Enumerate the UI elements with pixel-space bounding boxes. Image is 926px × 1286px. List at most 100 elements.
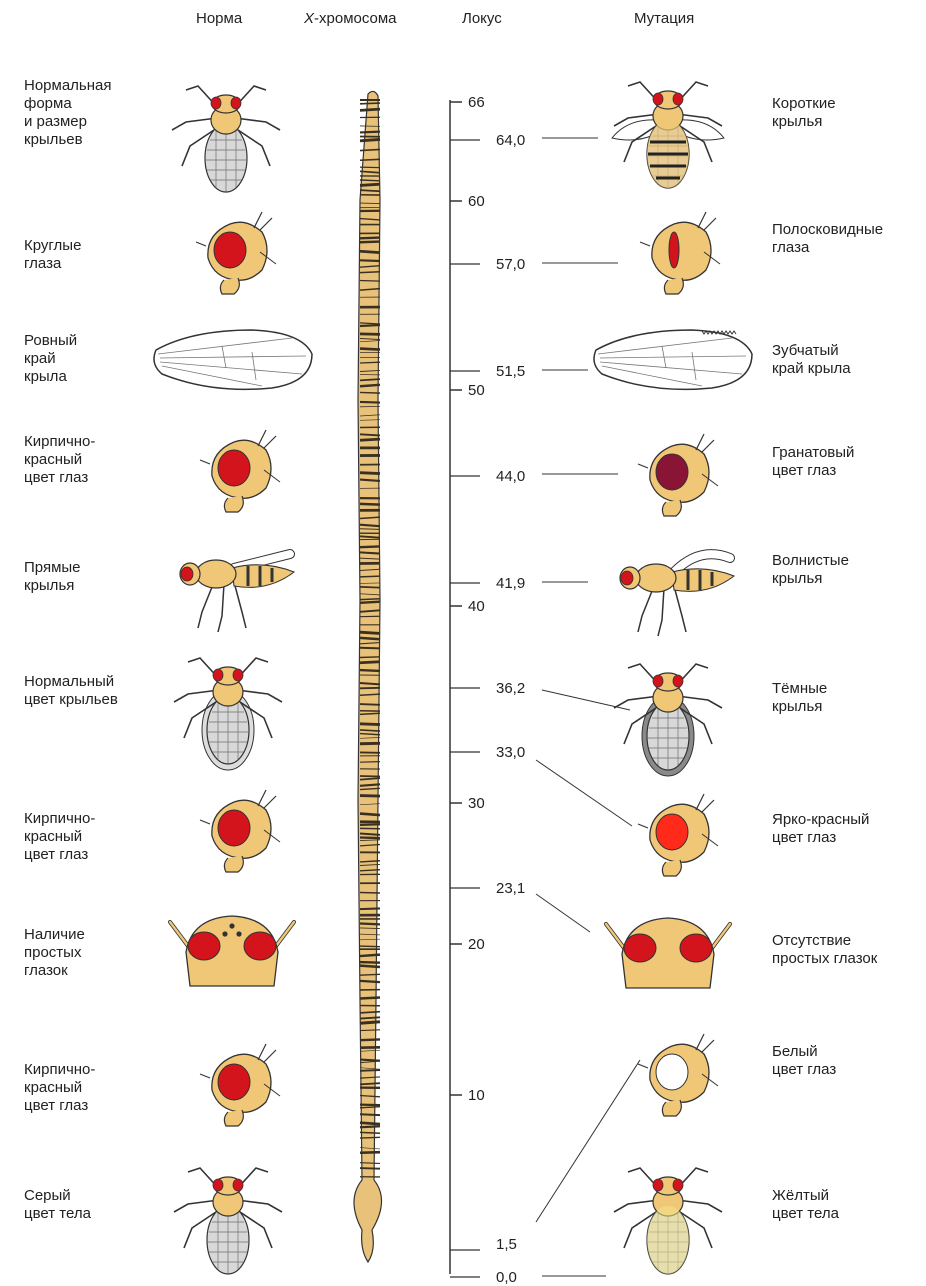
chromosome-band xyxy=(360,238,380,239)
chromosome-band xyxy=(360,132,380,133)
fly-top-short-wings-icon xyxy=(612,82,724,188)
chromosome-band xyxy=(360,180,380,181)
chromosome-band xyxy=(360,632,380,633)
chromosome-band xyxy=(360,962,380,963)
chromosome-band xyxy=(360,892,380,893)
chromosome-band xyxy=(360,1163,380,1164)
fly-top-grey-wings-icon xyxy=(174,658,282,770)
locus-label: 51,5 xyxy=(496,363,525,380)
scale-tick-label: 30 xyxy=(468,795,485,812)
fly-head-red-eye-icon-3 xyxy=(200,1044,280,1126)
chromosome-band xyxy=(360,1123,380,1124)
chromosome-band xyxy=(360,552,380,553)
chromosome-band xyxy=(360,713,380,714)
chromosome-band xyxy=(360,657,380,658)
chromosome-band xyxy=(360,833,380,834)
yellow-body-tint xyxy=(647,1206,689,1274)
chromosome-band xyxy=(360,955,380,956)
chromosome-band xyxy=(360,908,380,909)
chromosome-band xyxy=(360,638,380,639)
chromosome-band xyxy=(360,525,380,526)
chromosome-band xyxy=(360,280,380,281)
scale-tick-label: 66 xyxy=(468,94,485,111)
chromosome-band xyxy=(360,139,380,140)
chromosome-band xyxy=(360,272,380,273)
chromosome-band xyxy=(360,325,380,326)
chromosome-band xyxy=(360,724,380,725)
wing-smooth-icon xyxy=(154,330,312,389)
chromosome-band xyxy=(360,966,380,967)
chromosome-band xyxy=(360,362,380,363)
chromosome-band xyxy=(360,473,380,474)
chromosome-band xyxy=(360,251,380,252)
chromosome-band xyxy=(360,784,380,785)
fly-head-red-eye-icon xyxy=(200,430,280,512)
chromosome-band xyxy=(360,587,380,588)
scale-tick-label: 10 xyxy=(468,1087,485,1104)
chromosome-band xyxy=(360,109,380,110)
scale-tick-label: 50 xyxy=(468,382,485,399)
chromosome-band xyxy=(360,1083,380,1084)
chromosome-band xyxy=(360,392,380,393)
fly-top-grey-body-icon xyxy=(174,1168,282,1274)
locus-connector xyxy=(536,894,590,932)
chromosome-band xyxy=(360,184,380,185)
locus-label: 1,5 xyxy=(496,1236,517,1253)
chromosome-band xyxy=(360,1030,380,1031)
chromosome-band xyxy=(360,439,380,440)
locus-label: 0,0 xyxy=(496,1269,517,1286)
chromosome-band xyxy=(360,546,380,547)
chromosome-band xyxy=(360,576,380,577)
fly-side-curly-wings-icon xyxy=(620,554,734,636)
chromosome-band xyxy=(360,1017,380,1018)
chromosome-band xyxy=(360,379,380,380)
scale-tick-label: 20 xyxy=(468,936,485,953)
fly-head-round-eye-icon xyxy=(196,212,276,294)
locus-label: 41,9 xyxy=(496,575,525,592)
chromosome-band xyxy=(360,981,380,982)
chromosome-band xyxy=(360,796,380,797)
fly-head-red-eye-icon-2 xyxy=(200,790,280,872)
fly-head-bar-eye-icon xyxy=(640,212,720,294)
chromosome-band xyxy=(360,103,380,104)
chromosome-band xyxy=(360,167,380,168)
chromosome-band xyxy=(360,730,380,731)
chromosome-band xyxy=(360,1126,380,1127)
chromosome-band xyxy=(360,434,380,435)
chromosome-band xyxy=(360,648,380,649)
fly-head-ocelli-icon xyxy=(170,916,294,986)
fly-top-normal-icon xyxy=(172,86,280,192)
chromosome-band xyxy=(360,402,380,403)
chromosome-band xyxy=(360,480,380,481)
chromosome-band xyxy=(360,662,380,663)
fly-top-yellow-body-icon xyxy=(614,1168,722,1274)
fly-head-vermilion-eye-icon xyxy=(638,794,718,876)
chromosome-band xyxy=(360,1039,380,1040)
chromosome-band xyxy=(360,824,380,825)
chromosome-band xyxy=(360,260,380,261)
chromosome-band xyxy=(360,762,380,763)
chromosome-band xyxy=(360,1022,380,1023)
chromosome-band xyxy=(360,1168,380,1169)
fly-head-garnet-eye-icon xyxy=(638,434,718,516)
wing-notched-icon xyxy=(594,330,752,389)
chromosome-band xyxy=(360,602,380,603)
locus-label: 64,0 xyxy=(496,132,525,149)
chromosome-band xyxy=(360,599,380,600)
chromosome-band xyxy=(360,1137,380,1138)
locus-label: 44,0 xyxy=(496,468,525,485)
chromosome-band xyxy=(360,149,380,150)
scale-tick-label: 60 xyxy=(468,193,485,210)
chromosome-band xyxy=(360,837,380,838)
fly-head-white-eye-icon xyxy=(638,1034,718,1116)
chromosome-band xyxy=(360,1152,380,1153)
locus-label: 57,0 xyxy=(496,256,525,273)
locus-label: 36,2 xyxy=(496,680,525,697)
chromosome-band xyxy=(360,349,380,350)
fly-top-dark-wings-icon xyxy=(614,664,722,776)
chromosome-band xyxy=(360,529,380,530)
locus-label: 33,0 xyxy=(496,744,525,761)
chromosome-band xyxy=(360,504,380,505)
chromosome-band xyxy=(360,1060,380,1061)
chromosome-band xyxy=(360,1070,380,1071)
